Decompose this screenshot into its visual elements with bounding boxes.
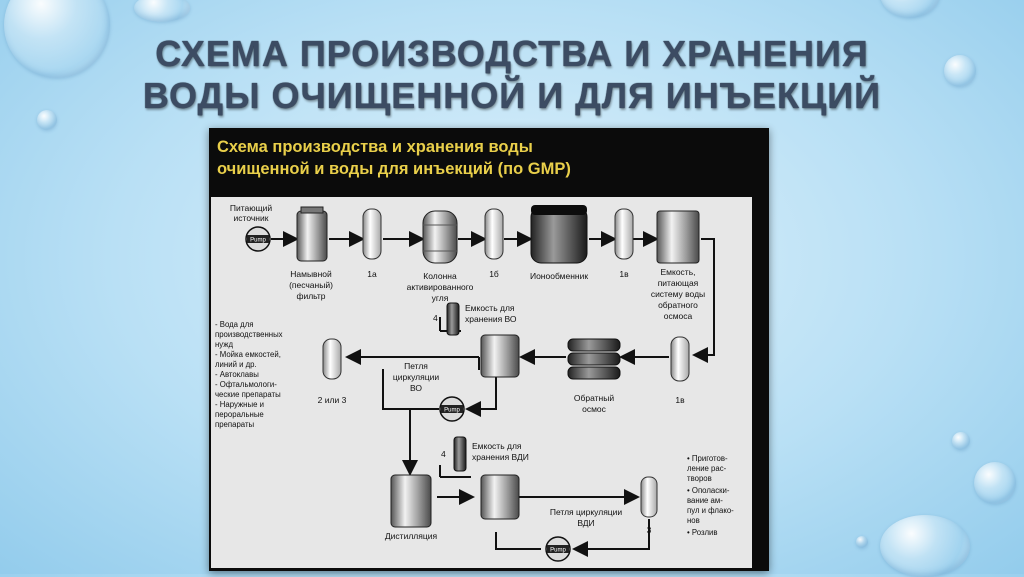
sand-filter xyxy=(296,206,328,262)
label-vdi-tank-2: хранения ВДИ xyxy=(472,452,529,462)
label-tank-3: систему воды xyxy=(651,289,705,299)
pump-3: Pump xyxy=(545,536,571,562)
label-vdi-loop-1: Петля циркуляции xyxy=(550,507,623,517)
svg-text:линий и др.: линий и др. xyxy=(215,360,257,369)
vo-storage-tank xyxy=(480,334,520,378)
filter-3 xyxy=(640,476,658,518)
reverse-osmosis xyxy=(567,338,621,380)
label-carbon-2: активированного xyxy=(407,282,474,292)
slide-title-line-1: СХЕМА ПРОИЗВОДСТВА И ХРАНЕНИЯ xyxy=(155,33,869,74)
label-sand-2: (песчаный) xyxy=(289,280,333,290)
pump-1: Pump xyxy=(245,226,271,252)
water-bubble xyxy=(944,55,976,87)
svg-text:- Наружные и: - Наружные и xyxy=(215,400,264,409)
figure-header-line-1: Схема производства и хранения воды xyxy=(217,138,533,156)
filter-1a xyxy=(362,208,382,260)
svg-text:• Приготов-: • Приготов- xyxy=(687,454,728,463)
water-bubble xyxy=(880,0,940,18)
scheme-figure: Схема производства и хранения воды очище… xyxy=(209,128,769,571)
vdi-storage-tank xyxy=(480,474,520,520)
label-vo-loop-2: циркуляции xyxy=(393,372,439,382)
svg-text:• Розлив: • Розлив xyxy=(687,528,718,537)
svg-text:ление рас-: ление рас- xyxy=(687,464,727,473)
figure-header: Схема производства и хранения воды очище… xyxy=(217,136,762,180)
svg-text:• Ополаски-: • Ополаски- xyxy=(687,486,730,495)
label-tank-2: питающая xyxy=(658,278,699,288)
label-ro-1: Обратный xyxy=(574,393,614,403)
filter-1v-mid xyxy=(670,336,690,382)
distillation-unit xyxy=(390,474,432,528)
svg-text:вание ам-: вание ам- xyxy=(687,496,723,505)
label-carbon-3: угля xyxy=(432,293,449,303)
water-bubble xyxy=(856,536,868,548)
figure-header-line-2: очищенной и воды для инъекций (по GMP) xyxy=(217,160,571,178)
label-ion: Ионообменник xyxy=(530,271,588,281)
feed-tank xyxy=(656,210,700,264)
label-3: 3 xyxy=(647,525,652,535)
slide-title-line-2: ВОДЫ ОЧИЩЕННОЙ И ДЛЯ ИНЪЕКЦИЙ xyxy=(142,75,882,116)
label-1v-top: 1в xyxy=(619,269,629,279)
label-vo-loop-1: Петля xyxy=(404,361,428,371)
svg-text:пул и флако-: пул и флако- xyxy=(687,506,734,515)
flow-lines xyxy=(271,231,715,557)
svg-text:препараты: препараты xyxy=(215,420,255,429)
label-2-or-3: 2 или 3 xyxy=(318,395,347,405)
vdi-vent-filter xyxy=(453,436,467,472)
label-vdi-loop-2: ВДИ xyxy=(577,518,594,528)
water-bubble xyxy=(880,515,970,577)
label-1a: 1а xyxy=(367,269,377,279)
svg-text:- Автоклавы: - Автоклавы xyxy=(215,370,259,379)
label-1b: 1б xyxy=(489,269,499,279)
water-bubble xyxy=(974,462,1016,504)
svg-text:пероральные: пероральные xyxy=(215,410,264,419)
label-vdi-num: 4 xyxy=(441,449,446,459)
label-tank-1: Емкость, xyxy=(661,267,696,277)
filter-1v-top xyxy=(614,208,634,260)
label-ro-2: осмос xyxy=(582,404,607,414)
svg-text:Pump: Pump xyxy=(550,548,566,554)
label-distill: Дистилляция xyxy=(385,531,438,541)
carbon-column xyxy=(422,210,458,264)
label-vo-num: 4 xyxy=(433,313,438,323)
pump-2: Pump xyxy=(439,396,465,422)
process-diagram: Pump Pump Pump xyxy=(215,203,734,562)
label-vo-tank-1: Емкость для xyxy=(465,303,515,313)
svg-text:нужд: нужд xyxy=(215,340,234,349)
slide-title: СХЕМА ПРОИЗВОДСТВА И ХРАНЕНИЯ ВОДЫ ОЧИЩЕ… xyxy=(0,33,1024,117)
vo-vent-filter xyxy=(446,302,460,336)
water-bubble xyxy=(37,110,57,130)
label-tank-4: обратного xyxy=(658,300,698,310)
label-sand-3: фильтр xyxy=(296,291,325,301)
label-tank-5: осмоса xyxy=(664,311,693,321)
vo-uses-list: - Вода для производственных нужд - Мойка… xyxy=(215,320,283,429)
label-vo-loop-3: ВО xyxy=(410,383,422,393)
svg-text:нов: нов xyxy=(687,516,700,525)
label-1v-mid: 1в xyxy=(675,395,685,405)
diagram-sheet: Pump Pump Pump xyxy=(211,197,752,568)
filter-2-or-3 xyxy=(322,338,342,380)
svg-text:творов: творов xyxy=(687,474,712,483)
vdi-uses-list: • Приготов- ление рас- творов • Ополаски… xyxy=(687,454,734,537)
svg-text:- Офтальмологи-: - Офтальмологи- xyxy=(215,380,277,389)
label-sand-1: Намывной xyxy=(290,269,332,279)
svg-text:ческие препараты: ческие препараты xyxy=(215,390,281,399)
svg-text:производственных: производственных xyxy=(215,330,283,339)
svg-text:- Вода для: - Вода для xyxy=(215,320,254,329)
filter-1b xyxy=(484,208,504,260)
svg-text:Pump: Pump xyxy=(444,408,460,414)
svg-text:- Мойка емкостей,: - Мойка емкостей, xyxy=(215,350,281,359)
water-bubble xyxy=(952,432,970,450)
label-carbon-1: Колонна xyxy=(423,271,457,281)
label-vdi-tank-1: Емкость для xyxy=(472,441,522,451)
water-bubble xyxy=(134,0,190,22)
label-source-1: Питающий xyxy=(230,203,272,213)
ion-exchanger xyxy=(530,205,588,264)
label-vo-tank-2: хранения ВО xyxy=(465,314,517,324)
svg-text:Pump: Pump xyxy=(250,238,266,244)
label-source-2: источник xyxy=(234,213,269,223)
